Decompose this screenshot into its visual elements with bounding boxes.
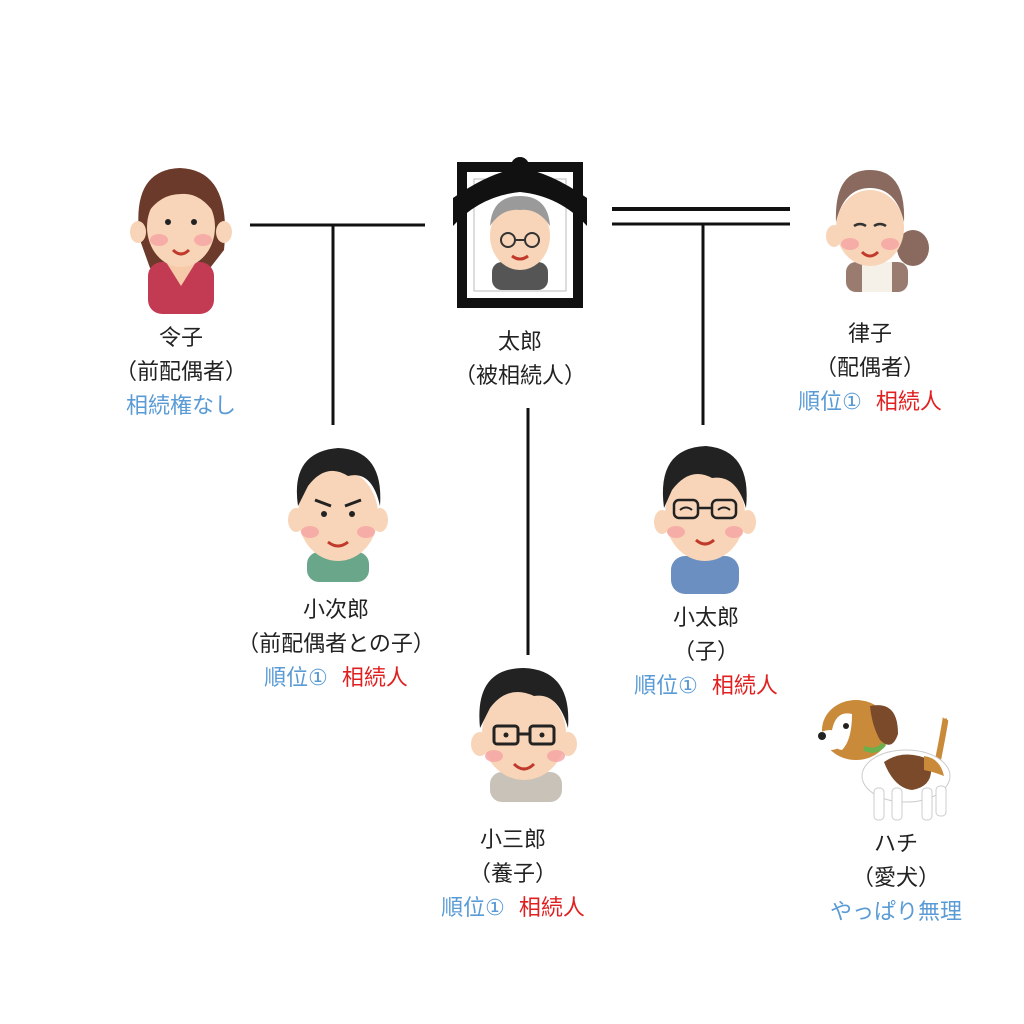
kojiro-role: （前配偶者との子）	[237, 632, 435, 657]
kosaburo-label: 小三郎 （養子） 順位① 相続人	[441, 824, 585, 926]
kotaro-portrait-icon	[654, 446, 756, 594]
kojiro-name: 小次郎	[302, 598, 369, 623]
reiko-portrait-icon	[130, 168, 232, 314]
kosaburo-name: 小三郎	[479, 828, 546, 853]
kosaburo-status-line: 順位① 相続人	[441, 892, 585, 926]
kojiro-rank: 順位①	[264, 666, 328, 691]
kotaro-name: 小太郎	[672, 606, 739, 631]
ritsuko-label: 律子 （配偶者） 順位① 相続人	[798, 318, 942, 420]
kosaburo-role: （養子）	[468, 862, 557, 887]
kotaro-label: 小太郎 （子） 順位① 相続人	[634, 602, 778, 704]
kotaro-role: （子）	[672, 640, 739, 665]
ritsuko-role: （配偶者）	[814, 356, 925, 381]
hachi-role: （愛犬）	[851, 866, 941, 891]
taro-name: 太郎	[497, 330, 543, 355]
reiko-name: 令子	[158, 326, 204, 351]
hachi-name: ハチ	[873, 832, 919, 857]
kotaro-rank: 順位①	[634, 674, 698, 699]
ritsuko-status-line: 順位① 相続人	[798, 386, 942, 420]
hachi-dog-icon	[816, 700, 952, 821]
ritsuko-portrait-icon	[826, 170, 929, 292]
hachi-label: ハチ （愛犬） やっぱり無理	[830, 828, 962, 930]
ritsuko-status: 相続人	[875, 390, 942, 415]
kojiro-status-line: 順位① 相続人	[237, 662, 435, 696]
ritsuko-rank: 順位①	[798, 390, 862, 415]
kotaro-status-line: 順位① 相続人	[634, 670, 778, 704]
kosaburo-portrait-icon	[471, 668, 577, 802]
kosaburo-status: 相続人	[518, 896, 585, 921]
taro-label: 太郎 （被相続人）	[454, 326, 586, 394]
ritsuko-name: 律子	[847, 322, 892, 347]
kojiro-label: 小次郎 （前配偶者との子） 順位① 相続人	[237, 594, 435, 696]
reiko-label: 令子 （前配偶者） 相続権なし	[115, 322, 247, 424]
hachi-status: やっぱり無理	[829, 900, 963, 925]
kosaburo-rank: 順位①	[441, 896, 505, 921]
reiko-status: 相続権なし	[125, 394, 237, 419]
taro-memorial-portrait-icon	[453, 157, 587, 308]
taro-role: （被相続人）	[453, 364, 587, 389]
kojiro-status: 相続人	[341, 666, 408, 691]
kotaro-status: 相続人	[711, 674, 778, 699]
reiko-role: （前配偶者）	[114, 360, 248, 385]
kojiro-portrait-icon	[288, 448, 388, 582]
